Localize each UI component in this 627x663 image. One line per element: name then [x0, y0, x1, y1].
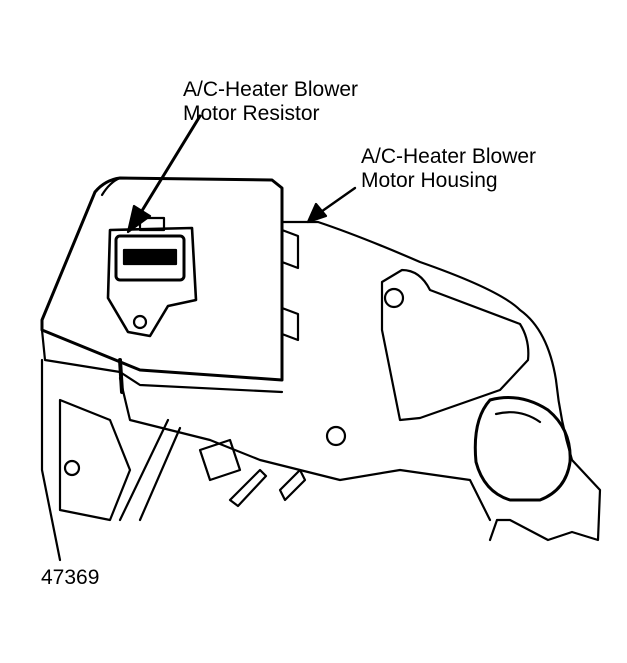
resistor-mount-hole	[132, 314, 148, 330]
housing-tick	[118, 358, 124, 394]
resistor-label: A/C-Heater Blower Motor Resistor	[183, 78, 358, 126]
housing-strut-3	[278, 468, 307, 502]
blower-motor-ring	[494, 411, 542, 424]
housing-strut-1	[118, 418, 170, 522]
housing-bolt-1	[63, 459, 81, 477]
cover-tab-upper	[280, 228, 300, 270]
housing-cover-top-edge	[100, 176, 122, 197]
housing-mount-hole	[383, 287, 405, 309]
housing-leader-line	[316, 186, 357, 216]
figure-number: 47369	[41, 566, 100, 589]
housing-cover-outline	[40, 176, 284, 382]
housing-label: A/C-Heater Blower Motor Housing	[361, 145, 536, 193]
housing-bracket	[198, 438, 242, 482]
resistor-leader-arrowhead	[126, 204, 152, 234]
resistor-connector-terminals	[122, 248, 178, 266]
resistor-leader-line	[138, 114, 202, 216]
resistor-label-line1: A/C-Heater Blower	[183, 78, 359, 101]
resistor-plate	[106, 226, 198, 338]
resistor-connector	[114, 234, 186, 282]
housing-strut-4	[228, 468, 268, 508]
housing-rib-1	[58, 398, 132, 522]
housing-lower-panel	[118, 376, 492, 522]
housing-strut-2	[138, 426, 182, 522]
cover-tab-lower	[280, 306, 300, 342]
housing-lower-left	[40, 358, 62, 562]
housing-bolt-2	[325, 425, 347, 447]
housing-mount-flange	[380, 268, 530, 422]
housing-label-line2: Motor Housing	[361, 169, 498, 192]
housing-leader-arrowhead	[306, 202, 328, 224]
housing-cover-front-edge	[40, 328, 284, 394]
blower-motor-end	[473, 396, 572, 502]
resistor-label-line2: Motor Resistor	[183, 102, 320, 125]
housing-label-line1: A/C-Heater Blower	[361, 145, 537, 168]
